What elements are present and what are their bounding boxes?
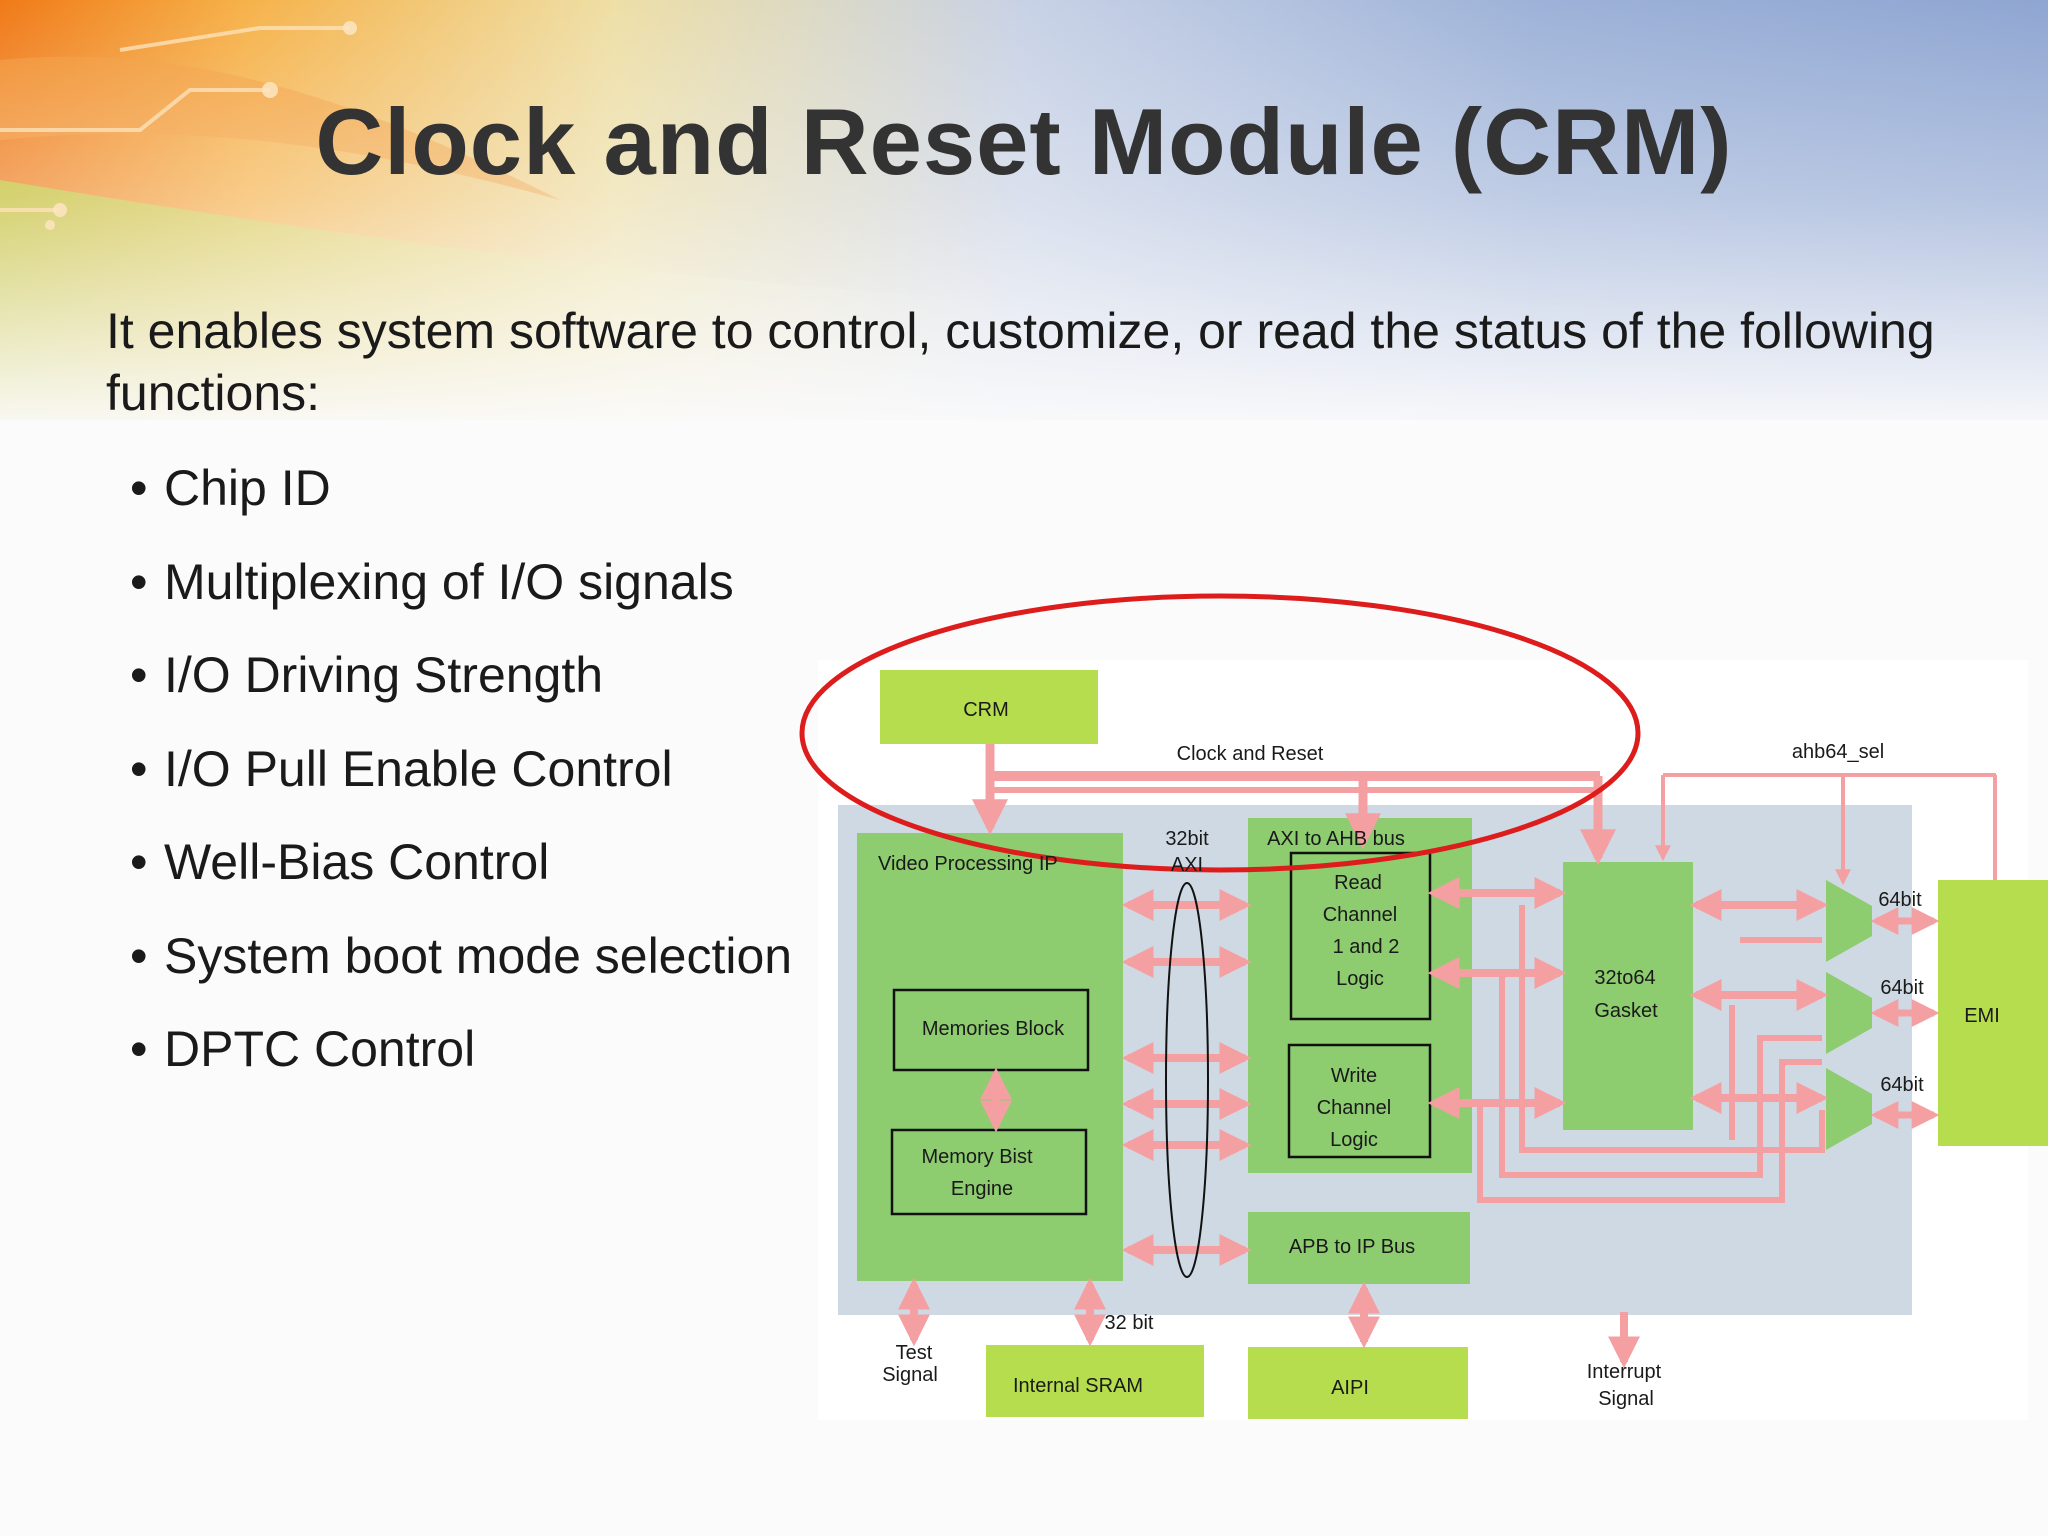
axi-label: AXI bbox=[1171, 854, 1203, 876]
list-item: •Well-Bias Control bbox=[130, 834, 550, 890]
memories-block bbox=[892, 988, 1090, 1072]
slide-title: Clock and Reset Module (CRM) bbox=[315, 89, 1733, 194]
list-item: •Multiplexing of I/O signals bbox=[130, 553, 734, 610]
interrupt-line: Signal bbox=[1598, 1388, 1654, 1410]
internal-sram-block bbox=[986, 1345, 1204, 1417]
bit32-label: 32 bit bbox=[1105, 1312, 1154, 1334]
interrupt-line: Interrupt bbox=[1587, 1361, 1662, 1383]
crm-block-diagram: CRM Clock and Reset ahb64_sel 32bit AXI … bbox=[799, 593, 2048, 1420]
memory-bist-line: Memory Bist bbox=[921, 1146, 1033, 1168]
bit64-label: 64bit bbox=[1878, 889, 1922, 911]
bullet-text: I/O Pull Enable Control bbox=[164, 740, 673, 797]
list-item: •Chip ID bbox=[130, 460, 331, 516]
gasket-line: Gasket bbox=[1594, 1000, 1658, 1022]
axi-ahb-label: AXI to AHB bus bbox=[1267, 828, 1405, 850]
video-ip-label: Video Processing IP bbox=[878, 853, 1058, 875]
list-item: •I/O Driving Strength bbox=[130, 647, 604, 703]
clock-reset-label: Clock and Reset bbox=[1177, 743, 1324, 765]
read-channel-line: Channel bbox=[1323, 904, 1398, 926]
bit64-label: 64bit bbox=[1880, 977, 1924, 999]
connection-lines bbox=[898, 744, 1997, 1369]
crm-highlight-ellipse bbox=[799, 593, 1641, 873]
test-signal-line: Test bbox=[896, 1342, 933, 1364]
aipi-label: AIPI bbox=[1331, 1377, 1369, 1399]
gasket-block bbox=[1563, 862, 1693, 1130]
function-list: •Chip ID •Multiplexing of I/O signals •I… bbox=[130, 458, 792, 1113]
sram-label: Internal SRAM bbox=[1013, 1375, 1143, 1397]
bullet-text: Chip ID bbox=[164, 460, 331, 516]
read-channel-line: 1 and 2 bbox=[1333, 936, 1400, 958]
list-item: •System boot mode selection bbox=[130, 927, 793, 984]
read-channel-line: Logic bbox=[1336, 968, 1384, 990]
bullet-text: Multiplexing of I/O signals bbox=[164, 553, 734, 610]
bullet-text: Well-Bias Control bbox=[164, 834, 550, 890]
list-item: •I/O Pull Enable Control bbox=[130, 740, 673, 797]
write-channel-line: Logic bbox=[1330, 1129, 1378, 1151]
memories-block-label: Memories Block bbox=[922, 1018, 1065, 1040]
read-channel-line: Read bbox=[1334, 872, 1382, 894]
bullet-text: System boot mode selection bbox=[164, 927, 793, 984]
read-channel-block bbox=[1289, 851, 1432, 1021]
mux-shape bbox=[1826, 1068, 1872, 1150]
emi-block bbox=[1938, 880, 2048, 1146]
write-channel-line: Write bbox=[1331, 1065, 1377, 1087]
axi-32bit-label: 32bit bbox=[1165, 828, 1209, 850]
memory-bist-block bbox=[890, 1128, 1088, 1216]
bullet-text: I/O Driving Strength bbox=[164, 647, 604, 703]
emi-label: EMI bbox=[1964, 1005, 2000, 1027]
ahb64-sel-label: ahb64_sel bbox=[1792, 741, 1884, 763]
list-item: •DPTC Control bbox=[130, 1021, 476, 1077]
apb-label: APB to IP Bus bbox=[1289, 1236, 1415, 1258]
bullet-text: DPTC Control bbox=[164, 1021, 476, 1077]
apb-block bbox=[1248, 1212, 1470, 1284]
write-channel-line: Channel bbox=[1317, 1097, 1392, 1119]
memory-bist-line: Engine bbox=[951, 1178, 1013, 1200]
mux-shape bbox=[1826, 880, 1872, 962]
axi-bus-ellipse bbox=[1165, 882, 1209, 1278]
write-channel-block bbox=[1287, 1043, 1432, 1159]
intro-text: It enables system software to control, c… bbox=[106, 303, 1935, 421]
bit64-label: 64bit bbox=[1880, 1074, 1924, 1096]
aipi-block bbox=[1248, 1347, 1468, 1419]
crm-label: CRM bbox=[963, 699, 1009, 721]
crm-block bbox=[880, 670, 1098, 744]
gasket-line: 32to64 bbox=[1594, 967, 1655, 989]
mux-shape bbox=[1826, 972, 1872, 1054]
test-signal-line: Signal bbox=[882, 1364, 938, 1386]
